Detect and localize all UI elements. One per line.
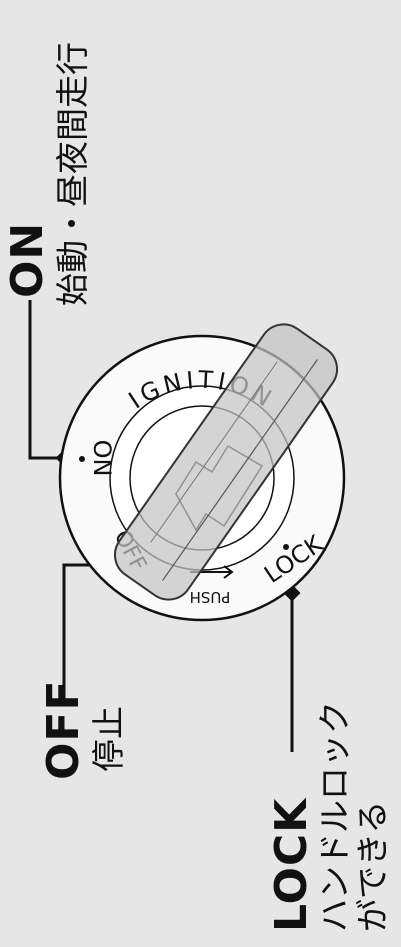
on-position-dot (79, 456, 85, 462)
key-blade (113, 323, 339, 601)
lock-label: LOCK (266, 797, 317, 932)
lock-position-dot (283, 544, 289, 550)
on-description: 始動・昼夜間走行 (53, 42, 92, 306)
key-blade-ridge (162, 359, 318, 581)
off-description: 停止 (89, 706, 128, 772)
on-label: ON (2, 221, 53, 298)
off-label: OFF (38, 679, 89, 780)
lock-description-line2: ができる (353, 800, 392, 932)
push-text: PUSH (190, 588, 231, 606)
key-blade-groove (150, 361, 278, 543)
on-leader-line (28, 300, 64, 460)
on-position-mark: ON (88, 440, 116, 477)
lock-description-line1: ハンドルロック (315, 701, 354, 932)
